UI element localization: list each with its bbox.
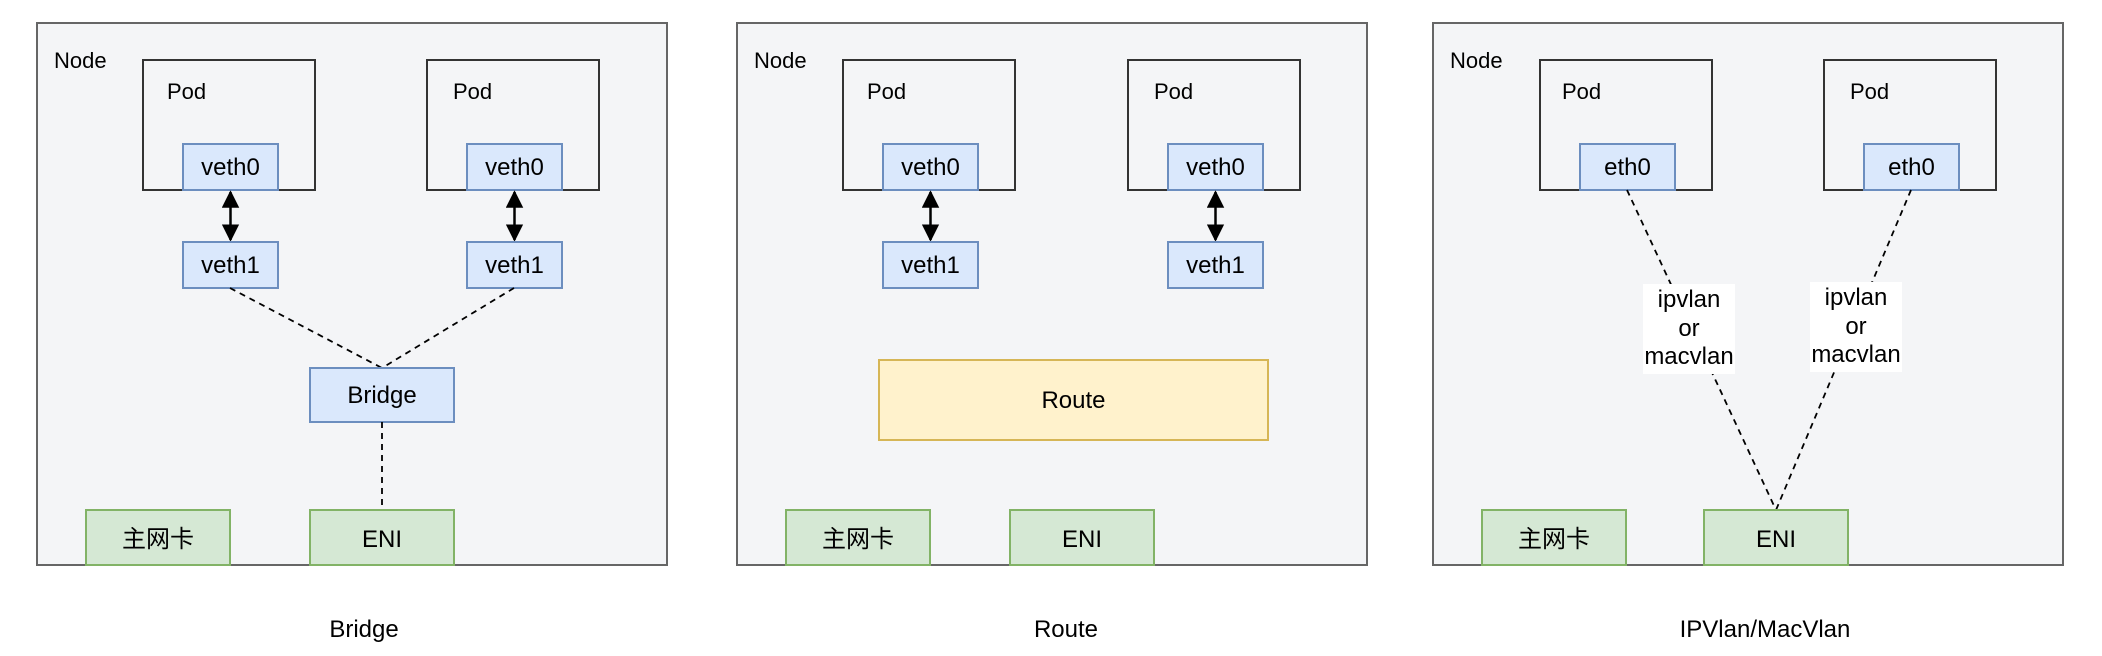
link-label-line: ipvlan	[1658, 286, 1721, 313]
bridge-panel: Node Pod veth0 veth1 Pod veth0 veth1 Bri…	[36, 22, 668, 643]
veth0-box	[882, 143, 979, 191]
pod-label: Pod	[453, 79, 492, 104]
veth1-label: veth1	[485, 252, 544, 279]
veth-bridge-link	[229, 287, 383, 369]
main-nic-box	[1481, 509, 1627, 566]
route-box	[878, 359, 1269, 441]
eth0-label: eth0	[1888, 154, 1935, 181]
panel-caption: Route	[1034, 616, 1098, 643]
main-nic-label: 主网卡	[822, 526, 894, 553]
eni-label: ENI	[362, 526, 402, 553]
route-panel: Node Pod veth0 veth1 Pod veth0 veth1 Rou…	[736, 22, 1368, 643]
eni-box	[1009, 509, 1155, 566]
eth0-box	[1863, 143, 1960, 191]
eth0-label: eth0	[1604, 154, 1651, 181]
veth0-label: veth0	[201, 154, 260, 181]
veth0-box	[466, 143, 563, 191]
bridge-box	[309, 367, 455, 423]
main-nic-label: 主网卡	[122, 526, 194, 553]
pod-label: Pod	[1562, 79, 1601, 104]
node-label: Node	[754, 48, 807, 73]
panel-caption: Bridge	[329, 616, 398, 643]
route-label: Route	[1041, 387, 1105, 414]
pod-label: Pod	[867, 79, 906, 104]
ipvlan-link	[1775, 189, 1912, 511]
main-nic-box	[85, 509, 231, 566]
eni-box	[1703, 509, 1849, 566]
veth1-box	[466, 241, 563, 289]
veth0-label: veth0	[901, 154, 960, 181]
pod-label: Pod	[1154, 79, 1193, 104]
node-label: Node	[1450, 48, 1503, 73]
pod-label: Pod	[167, 79, 206, 104]
eni-box	[309, 509, 455, 566]
main-nic-label: 主网卡	[1518, 526, 1590, 553]
veth-bridge-link	[381, 287, 515, 369]
eni-label: ENI	[1062, 526, 1102, 553]
link-label-line: or	[1845, 313, 1866, 340]
node-label: Node	[54, 48, 107, 73]
veth0-label: veth0	[485, 154, 544, 181]
bridge-label: Bridge	[347, 382, 416, 409]
link-label-right: ipvlan or macvlan	[1810, 282, 1902, 372]
veth0-label: veth0	[1186, 154, 1245, 181]
veth1-label: veth1	[201, 252, 260, 279]
veth0-box	[1167, 143, 1264, 191]
link-label-left: ipvlan or macvlan	[1643, 284, 1735, 374]
veth1-label: veth1	[901, 252, 960, 279]
veth0-box	[182, 143, 279, 191]
eth0-box	[1579, 143, 1676, 191]
pod-label: Pod	[1850, 79, 1889, 104]
panel-caption: IPVlan/MacVlan	[1680, 616, 1851, 643]
eni-label: ENI	[1756, 526, 1796, 553]
link-label-line: macvlan	[1644, 343, 1733, 370]
link-label-line: ipvlan	[1825, 284, 1888, 311]
link-label-line: macvlan	[1811, 341, 1900, 368]
veth1-box	[882, 241, 979, 289]
link-label-line: or	[1678, 315, 1699, 342]
ipvlan-panel: Node Pod eth0 Pod eth0 ipvlan or macvlan…	[1432, 22, 2064, 643]
main-nic-box	[785, 509, 931, 566]
veth1-label: veth1	[1186, 252, 1245, 279]
veth1-box	[1167, 241, 1264, 289]
